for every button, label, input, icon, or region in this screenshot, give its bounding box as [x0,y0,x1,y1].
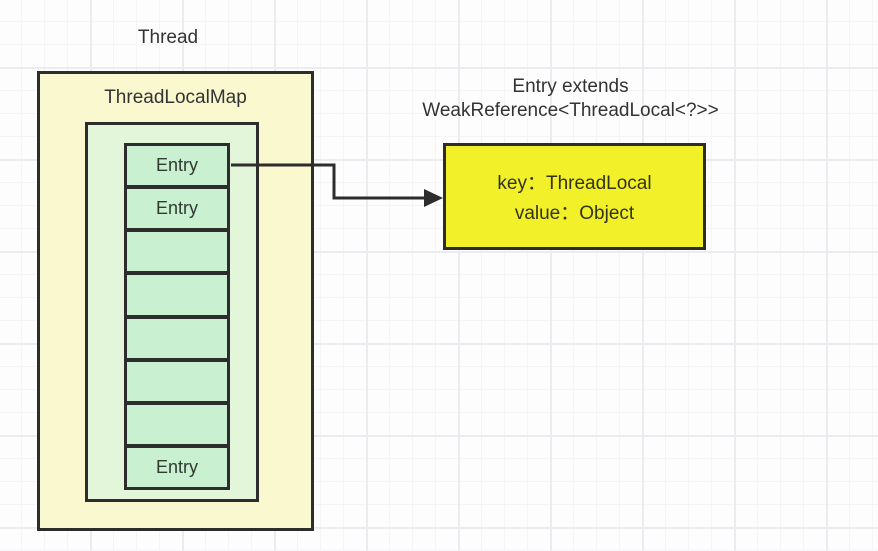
thread-label: Thread [137,27,199,48]
threadlocalmap-title: ThreadLocalMap [104,87,247,108]
entry-note-line2: WeakReference<ThreadLocal<?>> [422,100,719,121]
entry-detail-key: key：ThreadLocal [497,173,652,194]
entry-cell: Entry [124,143,230,189]
entry-cell: Entry [124,444,230,490]
entry-detail-box: key：ThreadLocal value：Object [443,143,706,250]
entry-note-line1: Entry extends [512,76,629,97]
entry-cell [124,401,230,447]
entry-cell [124,315,230,361]
entry-note: Entry extends WeakReference<ThreadLocal<… [398,75,743,123]
entry-cell [124,229,230,275]
entry-cell [124,272,230,318]
entry-array-stack: Entry Entry Entry [124,143,230,490]
entry-cell [124,358,230,404]
entry-cell: Entry [124,186,230,232]
entry-detail-value: value：Object [514,203,635,224]
